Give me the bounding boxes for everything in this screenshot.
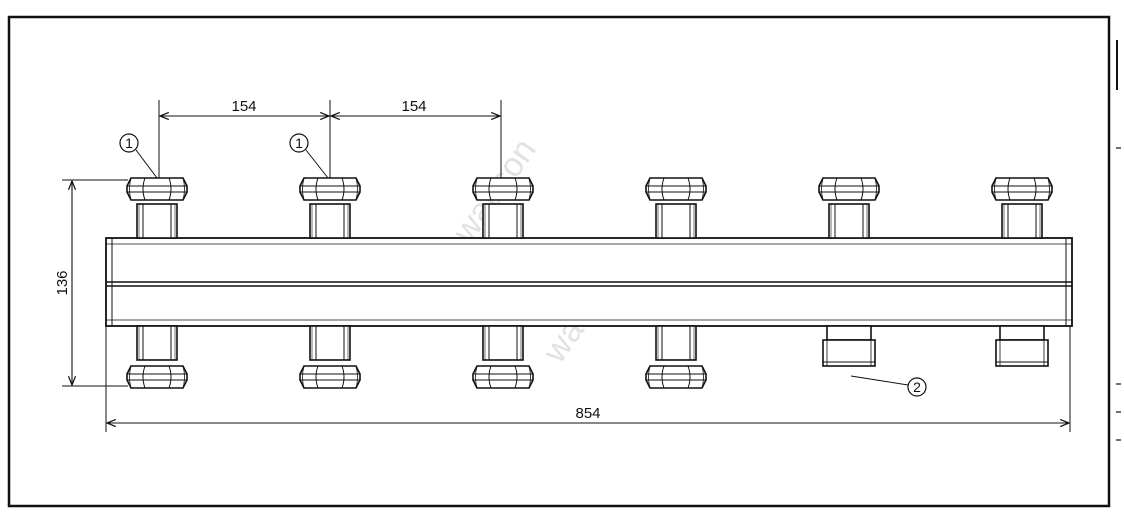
top-outlet-5 [818, 177, 880, 239]
top-outlet-6 [991, 177, 1053, 239]
length-label: 854 [575, 405, 600, 422]
bottom-plug-1 [822, 325, 876, 367]
item-marker-2: 2 [850, 375, 927, 397]
bottom-outlet-2 [299, 325, 361, 389]
top-outlets [126, 177, 1053, 239]
bottom-plug-2 [995, 325, 1049, 367]
pitch-left-label: 154 [231, 98, 256, 115]
top-outlet-2 [299, 177, 361, 239]
manifold-body [105, 237, 1073, 327]
drawing-frame [7, 15, 1111, 508]
bottom-outlet-3 [472, 325, 534, 389]
bottom-outlet-1 [126, 325, 188, 389]
top-outlet-4 [645, 177, 707, 239]
height-label: 136 [54, 270, 71, 295]
item-marker-1b: 1 [289, 133, 329, 179]
bottom-outlet-4 [645, 325, 707, 389]
margin-marks [1116, 40, 1121, 441]
height-dimension: 136 [54, 179, 128, 387]
pitch-right-label: 154 [401, 98, 426, 115]
length-dimension: 854 [105, 326, 1071, 432]
top-outlet-1 [126, 177, 188, 239]
item-marker-2-label: 2 [913, 379, 921, 395]
item-marker-1b-label: 1 [295, 135, 303, 151]
item-marker-1a-label: 1 [125, 135, 133, 151]
pitch-dimensions: 154 154 [158, 98, 502, 178]
item-marker-1a: 1 [119, 133, 158, 179]
